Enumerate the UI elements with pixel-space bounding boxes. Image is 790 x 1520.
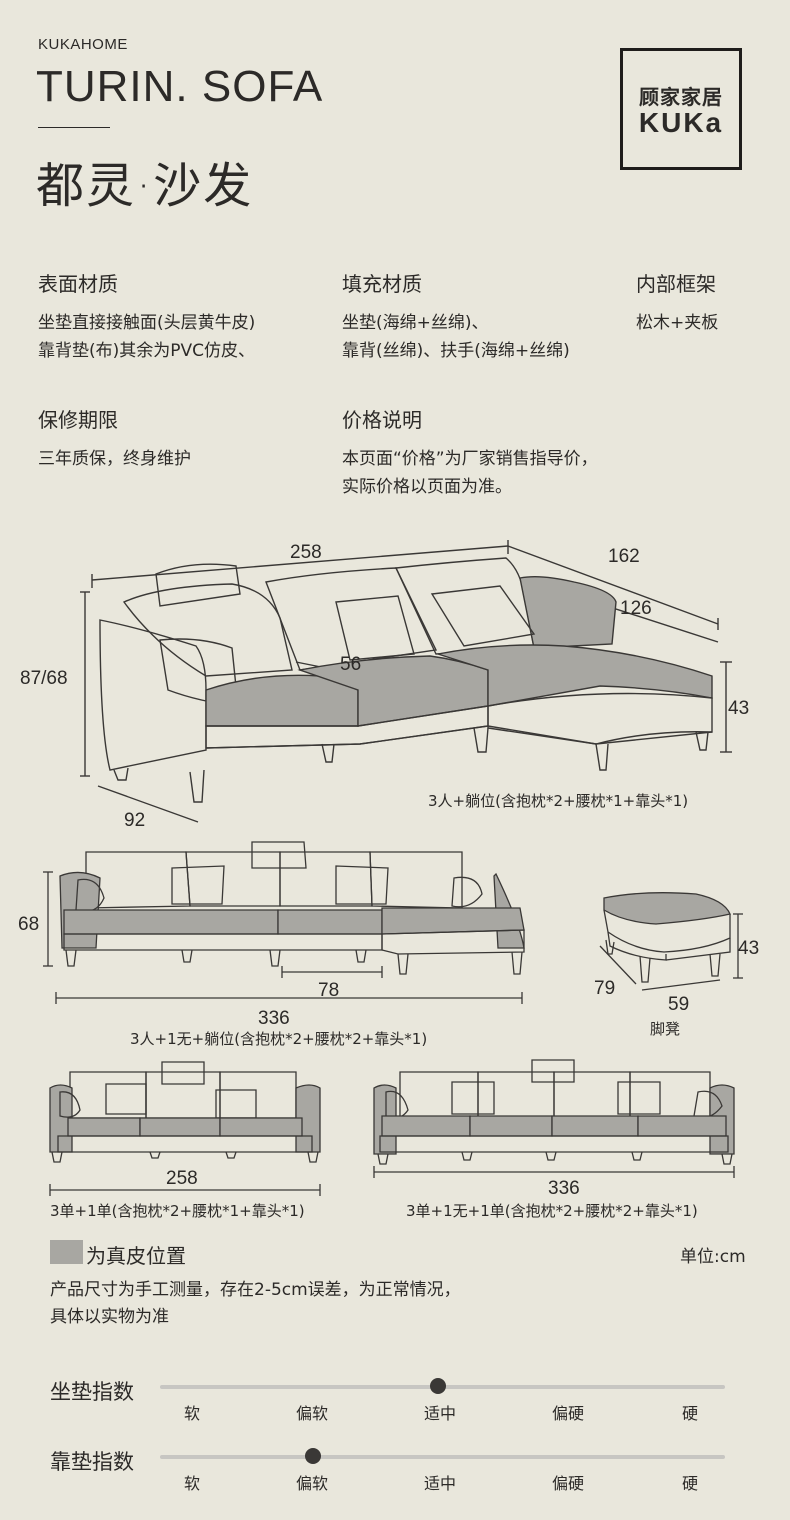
leather-swatch (50, 1240, 83, 1264)
measure-note: 产品尺寸为手工测量，存在2-5cm误差，为正常情况， 具体以实物为准 (50, 1277, 461, 1331)
sofa-main-diagram: 258 162 126 87/68 56 43 92 3人+躺位(含抱枕*2+腰… (20, 540, 749, 831)
spec-warranty: 保修期限 三年质保，终身维护 (38, 404, 191, 473)
title-divider (38, 127, 110, 128)
dim-seat-depth: 56 (340, 654, 361, 675)
dim-chaise-length: 162 (608, 546, 640, 567)
spec-frame: 内部框架 松木+夹板 (636, 268, 718, 337)
scale-label: 适中 (423, 1474, 456, 1493)
dim-height: 43 (738, 938, 759, 959)
logo-text-cn: 顾家家居 (639, 85, 723, 109)
spec-price: 价格说明 本页面“价格”为厂家销售指导价， 实际价格以页面为准。 (342, 404, 598, 501)
sofa-diagram-c: 258 3单+1单(含抱枕*2+腰枕*1+靠头*1) (49, 1061, 321, 1220)
spec-line: 松木+夹板 (636, 313, 719, 333)
sofa-diagram-d: 336 3单+1无+1单(含抱枕*2+腰枕*2+靠头*1) (373, 1059, 735, 1220)
dim-width: 258 (290, 542, 322, 563)
caption-ottoman: 脚凳 (650, 1020, 680, 1038)
logo-text-en: KUKa (638, 107, 724, 138)
dim-width: 336 (258, 1008, 290, 1029)
dim-depth: 92 (124, 810, 145, 831)
seat-scale-labels: 软 偏软 适中 偏硬 硬 (0, 1400, 790, 1424)
spec-heading: 填充材质 (342, 272, 422, 296)
spec-line: 坐垫(海绵+丝绵)、 (342, 313, 489, 333)
caption-main: 3人+躺位(含抱枕*2+腰枕*1+靠头*1) (428, 792, 688, 810)
kuka-logo: 顾家家居 KUKa (620, 48, 742, 170)
brand-name: KUKAHOME (38, 36, 128, 53)
unit-label: 单位:cm (680, 1247, 746, 1267)
back-scale-track (160, 1455, 725, 1459)
note-line: 产品尺寸为手工测量，存在2-5cm误差，为正常情况， (50, 1280, 461, 1300)
scale-label: 偏硬 (551, 1474, 584, 1493)
seat-scale-title: 坐垫指数 (50, 1380, 134, 1404)
dim-height: 87/68 (20, 668, 68, 689)
scale-label: 偏硬 (551, 1404, 584, 1423)
scale-label: 硬 (681, 1404, 698, 1423)
scale-label: 适中 (423, 1404, 456, 1423)
scale-label: 软 (183, 1404, 200, 1423)
scale-label: 软 (183, 1474, 200, 1493)
back-scale-labels: 软 偏软 适中 偏硬 硬 (0, 1470, 790, 1494)
back-scale-title: 靠垫指数 (50, 1450, 134, 1474)
dim-chaise-inner: 126 (620, 598, 652, 619)
spec-line: 靠背(丝绵)、扶手(海绵+丝绵) (342, 341, 570, 361)
dim-chaise-width: 78 (318, 980, 339, 1001)
scale-label: 偏软 (295, 1404, 328, 1423)
product-title-cn: 都灵·沙发 (36, 158, 254, 214)
dim-width: 336 (548, 1178, 580, 1199)
spec-heading: 内部框架 (636, 272, 716, 296)
spec-filling: 填充材质 坐垫(海绵+丝绵)、 靠背(丝绵)、扶手(海绵+丝绵) (342, 268, 570, 365)
legend-label: 为真皮位置 (86, 1244, 186, 1268)
spec-heading: 表面材质 (38, 272, 118, 296)
spec-surface: 表面材质 坐垫直接接触面(头层黄牛皮) 靠背垫(布)其余为PVC仿皮、 (38, 268, 255, 365)
caption-b: 3人+1无+躺位(含抱枕*2+腰枕*2+靠头*1) (130, 1030, 427, 1048)
spec-line: 三年质保，终身维护 (38, 449, 191, 469)
dim-width: 59 (668, 994, 689, 1015)
note-line: 具体以实物为准 (50, 1307, 169, 1327)
ottoman-diagram: 43 79 59 脚凳 (594, 892, 759, 1038)
spec-line: 坐垫直接接触面(头层黄牛皮) (38, 313, 256, 333)
dim-depth: 79 (594, 978, 615, 999)
scale-label: 硬 (681, 1474, 698, 1493)
spec-heading: 价格说明 (342, 408, 422, 432)
seat-scale-knob (430, 1378, 446, 1394)
spec-line: 靠背垫(布)其余为PVC仿皮、 (38, 341, 256, 361)
caption-d: 3单+1无+1单(含抱枕*2+腰枕*2+靠头*1) (406, 1202, 698, 1220)
dim-height: 68 (18, 914, 39, 935)
spec-line: 实际价格以页面为准。 (342, 477, 512, 497)
scale-label: 偏软 (295, 1474, 328, 1493)
dim-seat-height: 43 (728, 698, 749, 719)
spec-heading: 保修期限 (38, 408, 118, 432)
caption-c: 3单+1单(含抱枕*2+腰枕*1+靠头*1) (50, 1202, 305, 1220)
sofa-diagram-b: 68 78 336 3人+1无+躺位(含抱枕*2+腰枕*2+靠头*1) (18, 841, 525, 1048)
back-scale-knob (305, 1448, 321, 1464)
product-title-en: TURIN. SOFA (36, 62, 324, 111)
dim-width: 258 (166, 1168, 198, 1189)
spec-line: 本页面“价格”为厂家销售指导价， (342, 449, 598, 469)
